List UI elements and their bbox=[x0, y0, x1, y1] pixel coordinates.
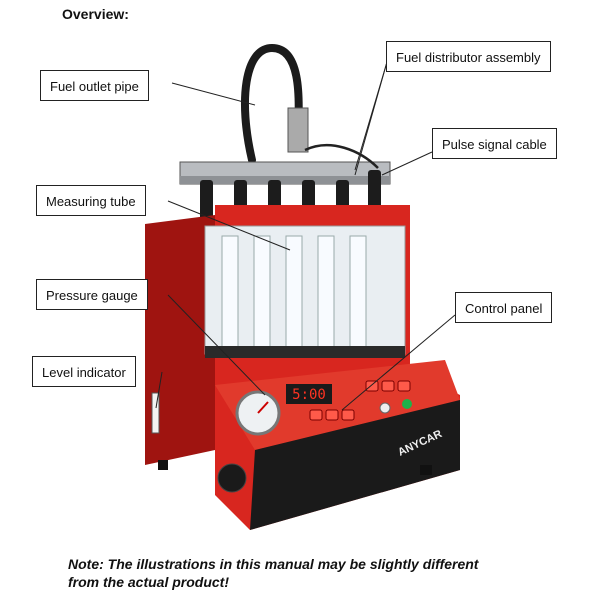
note-line-1: Note: The illustrations in this manual m… bbox=[68, 556, 479, 572]
pulse-signal-cable bbox=[304, 143, 379, 169]
lower-housing bbox=[250, 400, 460, 530]
fan-vent bbox=[217, 463, 247, 493]
green-button bbox=[402, 399, 412, 409]
hose-fitting bbox=[287, 107, 309, 153]
disclaimer-note: Note: The illustrations in this manual m… bbox=[68, 555, 568, 591]
led-display bbox=[286, 384, 332, 404]
callout-fuel-distributor-assembly: Fuel distributor assembly bbox=[386, 41, 551, 72]
cabinet-side bbox=[145, 215, 215, 465]
callout-fuel-outlet-pipe: Fuel outlet pipe bbox=[40, 70, 149, 101]
callout-level-indicator: Level indicator bbox=[32, 356, 136, 387]
measuring-tubes bbox=[221, 235, 367, 349]
callout-measuring-tube: Measuring tube bbox=[36, 185, 146, 216]
white-button bbox=[379, 402, 391, 414]
control-buttons bbox=[309, 380, 411, 421]
callout-pulse-signal-cable: Pulse signal cable bbox=[432, 128, 557, 159]
level-indicator-tube bbox=[151, 392, 160, 434]
note-line-2: from the actual product! bbox=[68, 574, 230, 590]
overview-heading: Overview: bbox=[62, 6, 129, 22]
callout-pressure-gauge: Pressure gauge bbox=[36, 279, 148, 310]
led-display-reading: 5:00 bbox=[292, 387, 326, 403]
callout-leaders bbox=[155, 61, 456, 411]
callout-control-panel: Control panel bbox=[455, 292, 553, 323]
fuel-outlet-hose bbox=[240, 43, 303, 164]
